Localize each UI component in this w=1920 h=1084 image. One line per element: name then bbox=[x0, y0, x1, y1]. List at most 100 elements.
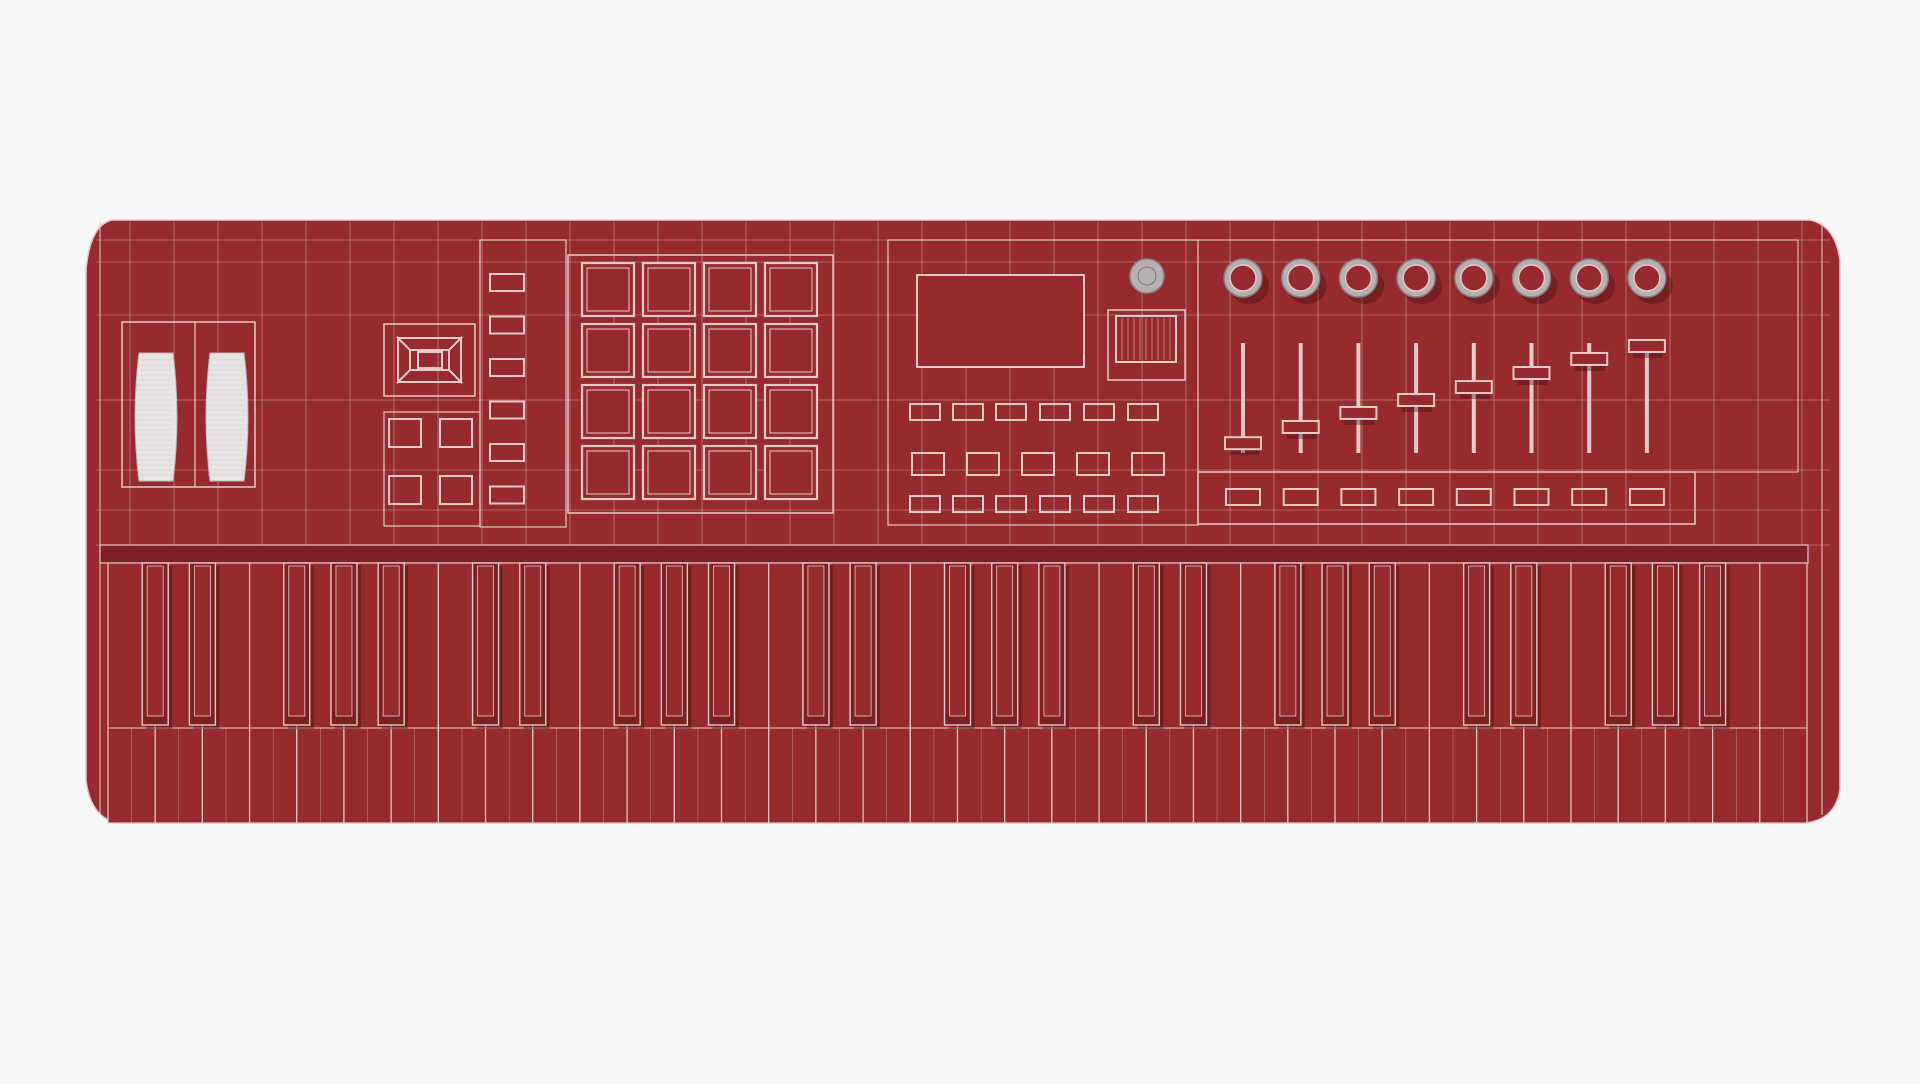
keybed-lip bbox=[99, 544, 1809, 564]
drum-pad-inner bbox=[769, 267, 813, 312]
fader-cap[interactable] bbox=[1281, 420, 1320, 434]
dpad-center-button[interactable] bbox=[417, 351, 443, 369]
side-button[interactable] bbox=[489, 400, 525, 420]
drum-pad[interactable] bbox=[702, 322, 758, 379]
function-button[interactable] bbox=[1127, 403, 1159, 421]
function-button[interactable] bbox=[1083, 495, 1115, 513]
drum-pad[interactable] bbox=[641, 444, 697, 501]
fader-cap[interactable] bbox=[1512, 366, 1551, 380]
wheel-bay bbox=[121, 321, 256, 488]
fader-button[interactable] bbox=[1455, 488, 1492, 506]
knob-top bbox=[1344, 264, 1373, 292]
function-button[interactable] bbox=[1083, 403, 1115, 421]
knob-top bbox=[1402, 264, 1430, 292]
black-key-top bbox=[1515, 565, 1533, 717]
drum-pad[interactable] bbox=[702, 261, 758, 318]
drum-pad[interactable] bbox=[641, 261, 697, 318]
function-button[interactable] bbox=[952, 403, 984, 421]
function-button[interactable] bbox=[909, 403, 941, 421]
fader-button[interactable] bbox=[1225, 488, 1261, 506]
drum-pad-inner bbox=[708, 328, 752, 373]
drum-pad-inner bbox=[769, 328, 813, 373]
drum-pad[interactable] bbox=[763, 322, 819, 379]
display-screen bbox=[916, 274, 1085, 368]
pitch-wheel[interactable] bbox=[134, 352, 178, 482]
side-button[interactable] bbox=[489, 315, 525, 335]
transport-button[interactable] bbox=[388, 418, 422, 448]
black-key-top bbox=[1326, 565, 1344, 717]
fader-cap[interactable] bbox=[1454, 380, 1493, 395]
function-button[interactable] bbox=[1039, 403, 1071, 421]
function-button[interactable] bbox=[1127, 495, 1159, 513]
drum-pad-inner bbox=[769, 389, 813, 434]
function-button[interactable] bbox=[909, 495, 941, 513]
function-button[interactable] bbox=[952, 495, 984, 513]
side-button[interactable] bbox=[489, 485, 525, 505]
black-key-top bbox=[1704, 565, 1722, 717]
drum-pad[interactable] bbox=[702, 444, 758, 501]
fader-cap[interactable] bbox=[1224, 436, 1262, 451]
black-key-top bbox=[1609, 565, 1627, 717]
transport-button[interactable] bbox=[439, 418, 473, 448]
xy-joystick[interactable] bbox=[1115, 315, 1177, 363]
knob-top bbox=[1229, 264, 1257, 292]
fader-button[interactable] bbox=[1571, 488, 1608, 506]
function-button[interactable] bbox=[966, 452, 1000, 476]
drum-pad[interactable] bbox=[763, 444, 819, 501]
data-encoder-knob[interactable] bbox=[1129, 258, 1165, 294]
function-button[interactable] bbox=[995, 495, 1027, 513]
side-button[interactable] bbox=[489, 443, 525, 462]
fader-button[interactable] bbox=[1628, 488, 1665, 506]
dpad-button[interactable] bbox=[395, 335, 464, 385]
drum-pad[interactable] bbox=[702, 383, 758, 440]
fader-cap[interactable] bbox=[1397, 393, 1436, 407]
fader-cap[interactable] bbox=[1570, 351, 1609, 366]
function-button[interactable] bbox=[1131, 452, 1165, 476]
drum-pad-inner bbox=[586, 389, 630, 434]
fader-cap[interactable] bbox=[1339, 405, 1378, 420]
drum-pad[interactable] bbox=[763, 383, 819, 440]
side-button[interactable] bbox=[489, 358, 525, 377]
black-key-top bbox=[1657, 565, 1674, 717]
drum-pad[interactable] bbox=[763, 261, 819, 318]
fader-button[interactable] bbox=[1398, 488, 1435, 506]
function-button[interactable] bbox=[1021, 452, 1055, 476]
fader-button[interactable] bbox=[1282, 488, 1319, 506]
black-key-top bbox=[1043, 565, 1061, 717]
black-key-top bbox=[382, 565, 400, 717]
drum-pad-inner bbox=[647, 267, 691, 312]
knob-top bbox=[1633, 264, 1661, 292]
dpad-frame bbox=[383, 323, 476, 397]
black-key-top bbox=[146, 565, 164, 717]
drum-pad-inner bbox=[586, 450, 630, 495]
drum-pad[interactable] bbox=[580, 322, 636, 379]
drum-pad[interactable] bbox=[580, 444, 636, 501]
side-button[interactable] bbox=[489, 273, 525, 292]
transport-button[interactable] bbox=[388, 475, 422, 505]
transport-button[interactable] bbox=[439, 475, 473, 505]
drum-pad[interactable] bbox=[580, 261, 636, 318]
black-key-top bbox=[1373, 565, 1391, 717]
drum-pad[interactable] bbox=[580, 383, 636, 440]
function-button[interactable] bbox=[1076, 452, 1110, 476]
black-key-top bbox=[618, 565, 636, 717]
black-key-top bbox=[335, 565, 353, 717]
function-button[interactable] bbox=[911, 452, 945, 476]
drum-pad[interactable] bbox=[641, 322, 697, 379]
knob-top bbox=[1286, 264, 1315, 292]
fader-cap[interactable] bbox=[1627, 339, 1666, 353]
function-button[interactable] bbox=[1039, 495, 1071, 513]
drum-pad-inner bbox=[647, 328, 691, 373]
fader-button-strip bbox=[1197, 471, 1696, 525]
side-button-column bbox=[479, 239, 567, 528]
drum-pad[interactable] bbox=[641, 383, 697, 440]
control-panel bbox=[121, 239, 1799, 528]
black-key-top bbox=[807, 565, 825, 717]
fader-button[interactable] bbox=[1513, 488, 1550, 506]
function-button[interactable] bbox=[995, 403, 1027, 421]
fader-button[interactable] bbox=[1340, 488, 1377, 506]
mod-wheel[interactable] bbox=[205, 352, 249, 482]
joystick-frame bbox=[1107, 309, 1186, 381]
black-key-top bbox=[193, 565, 211, 717]
